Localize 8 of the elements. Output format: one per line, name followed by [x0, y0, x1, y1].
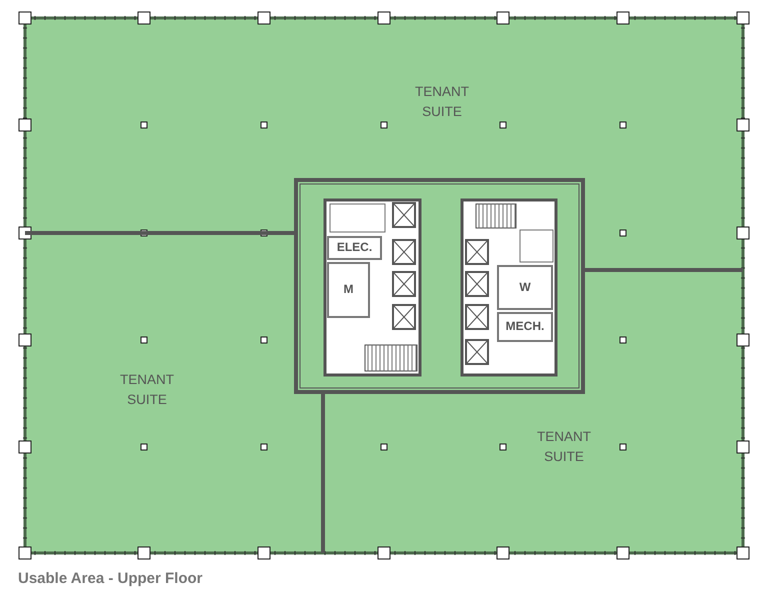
room-label: W [497, 265, 553, 310]
tenant-suite-label: TENANT SUITE [105, 370, 189, 410]
tenant-suite-label: TENANT SUITE [522, 427, 606, 467]
room-label: M [327, 262, 370, 318]
room-label: MECH. [497, 312, 553, 342]
room-label: ELEC. [327, 236, 382, 260]
tenant-suite-label: TENANT SUITE [400, 82, 484, 122]
caption: Usable Area - Upper Floor [18, 570, 202, 587]
